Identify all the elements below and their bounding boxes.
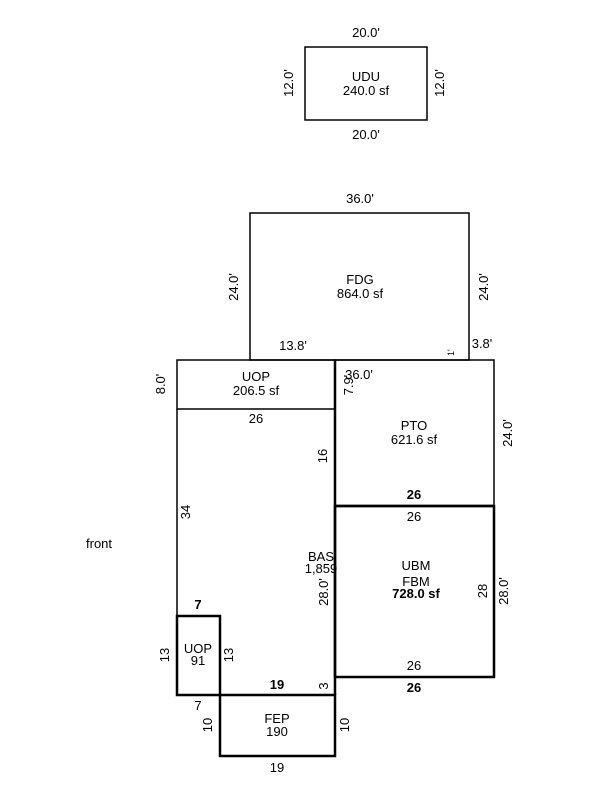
uop-small-left-dim: 13 <box>157 648 172 662</box>
udu-right-dim: 12.0' <box>432 69 447 97</box>
udu-code: UDU <box>352 69 380 84</box>
bas-right-dim: 28.0' <box>316 578 331 606</box>
bas-left-dim: 34 <box>178 505 193 519</box>
ubm-bottom-inner-dim: 26 <box>407 658 421 673</box>
area-uop-small[interactable]: 13 13 UOP 91 7 <box>157 614 236 713</box>
fep-outline <box>218 693 337 758</box>
pto-left-dim: 16 <box>315 449 330 463</box>
fdg-top-dim: 36.0' <box>346 191 374 206</box>
ubm-outline <box>333 504 496 679</box>
uop-small-right-dim: 13 <box>221 648 236 662</box>
area-uop-top[interactable]: 8.0' UOP 206.5 sf 26 <box>153 359 336 426</box>
bas-code: BAS <box>308 549 334 564</box>
pto-left-top-dim: 7.9' <box>341 375 356 396</box>
fdg-code: FDG <box>346 272 373 287</box>
fbm-code: FBM <box>402 574 429 589</box>
area-ubm[interactable]: 26 UBM FBM 728.0 sf 28 28.0' 26 26 <box>333 504 511 695</box>
ubm-area: 728.0 sf <box>392 586 440 601</box>
udu-left-dim: 12.0' <box>281 69 296 97</box>
fdg-marker: 1' <box>446 349 456 356</box>
udu-outline <box>304 46 428 121</box>
uop-small-outline <box>175 614 222 697</box>
uop-top-area: 206.5 sf <box>233 383 280 398</box>
area-fep[interactable]: 10 10 FEP 190 19 <box>200 693 352 775</box>
fdg-area: 864.0 sf <box>337 286 384 301</box>
uop-top-bottom-dim: 26 <box>249 411 263 426</box>
fep-code: FEP <box>264 711 289 726</box>
fep-bottom-dim: 19 <box>270 760 284 775</box>
bas-notch-right-dim: 3 <box>316 682 331 689</box>
uop-small-bottom-dim: 7 <box>194 698 201 713</box>
ubm-right-outer-dim: 28.0' <box>496 577 511 605</box>
fdg-bottom-left-dim: 13.8' <box>279 338 307 353</box>
fep-left-dim: 10 <box>200 718 215 732</box>
ubm-right-inner-dim: 28 <box>475 584 490 598</box>
uop-top-left-dim: 8.0' <box>153 374 168 395</box>
uop-top-code: UOP <box>242 369 270 384</box>
bas-area: 1,859 <box>305 561 338 576</box>
ubm-bottom-outer-dim: 26 <box>407 680 421 695</box>
area-udu[interactable]: 20.0' 20.0' 12.0' 12.0' UDU 240.0 sf <box>281 25 447 142</box>
front-label: front <box>86 536 112 551</box>
bas-notch-bottom-dim: 19 <box>270 677 284 692</box>
fdg-bottom-right-dim: 3.8' <box>472 336 493 351</box>
uop-small-area: 91 <box>191 653 205 668</box>
udu-area: 240.0 sf <box>343 83 390 98</box>
fep-right-dim: 10 <box>337 718 352 732</box>
udu-top-dim: 20.0' <box>352 25 380 40</box>
fdg-left-dim: 24.0' <box>226 273 241 301</box>
pto-bottom-dim: 26 <box>407 487 421 502</box>
bas-notch-top-dim: 7 <box>194 597 201 612</box>
ubm-top-dim: 26 <box>407 509 421 524</box>
fdg-right-dim: 24.0' <box>476 273 491 301</box>
uop-small-code: UOP <box>184 641 212 656</box>
area-fdg[interactable]: 36.0' 24.0' 24.0' 13.8' 3.8' 1' FDG 864.… <box>226 191 493 361</box>
pto-code: PTO <box>401 418 428 433</box>
fep-area: 190 <box>266 724 288 739</box>
pto-top-dim: 36.0' <box>345 367 373 382</box>
udu-bottom-dim: 20.0' <box>352 127 380 142</box>
pto-area: 621.6 sf <box>391 432 438 447</box>
pto-right-dim: 24.0' <box>500 419 515 447</box>
ubm-code: UBM <box>402 558 431 573</box>
area-pto[interactable]: 36.0' 7.9' 24.0' 16 PTO 621.6 sf 26 <box>315 359 515 508</box>
